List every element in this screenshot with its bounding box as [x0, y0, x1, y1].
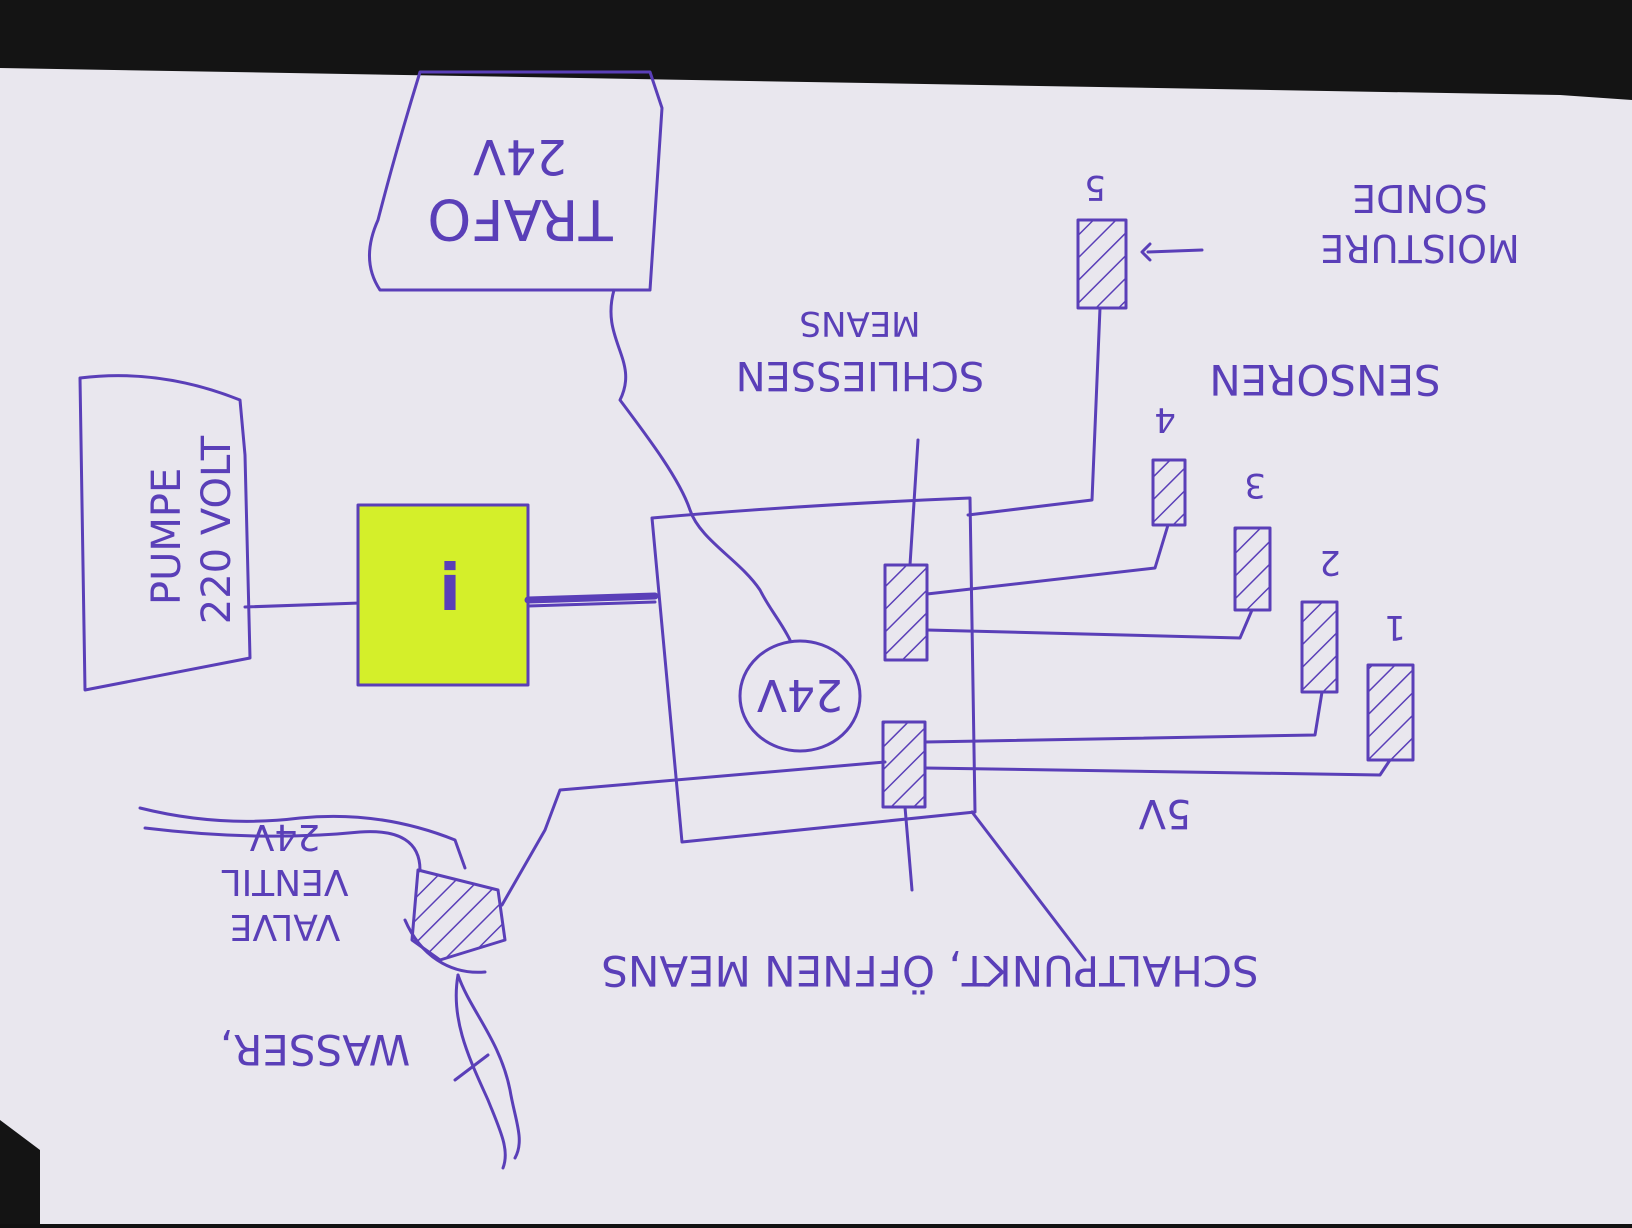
paper-sheet	[0, 68, 1632, 1224]
pointer-switch-closes	[908, 438, 920, 567]
label-sensor-1: 1	[1384, 607, 1406, 647]
label-pump: PUMPE 220 VOLT	[144, 435, 240, 624]
hose-top	[138, 806, 467, 870]
label-sensor-5: 5	[1084, 167, 1106, 207]
water-line-left	[454, 973, 507, 1170]
sensor-4	[1151, 458, 1187, 527]
label-moisture-line1: MOISTURE	[1320, 226, 1519, 270]
trafo-box	[368, 70, 664, 292]
arrow-head-moisture	[1140, 242, 1152, 262]
label-switch-closes-line2: MEANS	[799, 303, 920, 343]
pointer-water	[453, 1053, 490, 1082]
label-sensor-4: 4	[1154, 399, 1176, 439]
water-line-right	[456, 973, 521, 1160]
label-trafo: TRAFO 24V	[427, 128, 613, 251]
valve-bottom-curve	[403, 918, 487, 974]
pointer-switch-opens	[970, 810, 1087, 962]
pointer-relay-bottom	[903, 805, 914, 892]
label-moisture: MOISTURE SONDE	[1320, 176, 1519, 270]
label-valve-line3: 24V	[249, 816, 320, 857]
relay-bottom	[881, 720, 927, 809]
label-sensor-voltage: 5V	[1138, 790, 1191, 836]
label-pump-line1: PUMPE	[144, 468, 190, 605]
label-valve: VALVE VENTIL 24V	[222, 816, 349, 947]
label-sensor-2: 2	[1319, 542, 1341, 582]
wire-sensor-3	[925, 608, 1254, 640]
label-box-voltage: 24V	[757, 669, 843, 720]
hose-bottom	[143, 826, 422, 872]
controller-box	[650, 496, 977, 844]
sensor-1	[1366, 663, 1415, 762]
label-sensor-3: 3	[1244, 465, 1266, 505]
valve	[410, 868, 507, 962]
relay-top	[883, 563, 929, 662]
label-valve-line1: VALVE	[230, 906, 340, 947]
label-switch-opens: SCHALTPUNKT, ÖFFNEN MEANS	[601, 946, 1258, 996]
label-interface: i	[439, 552, 461, 626]
sensor-3	[1233, 526, 1272, 612]
label-trafo-line2: 24V	[473, 128, 567, 184]
voltage-oval	[738, 639, 862, 753]
wire-sensor-5	[966, 306, 1102, 517]
label-trafo-line1: TRAFO	[427, 186, 613, 251]
pump-box	[78, 374, 252, 692]
label-moisture-line2: SONDE	[1352, 176, 1488, 220]
label-water: WASSER,	[220, 1025, 410, 1074]
wire-controller-valve	[500, 760, 887, 907]
wire-pump-interface	[243, 601, 362, 609]
label-switch-closes: SCHLIESSEN MEANS	[736, 303, 985, 398]
sensor-2	[1300, 600, 1339, 694]
label-switch-closes-line1: SCHLIESSEN	[736, 352, 985, 398]
wire-sensor-2	[923, 690, 1324, 744]
wire-sensor-1	[923, 758, 1392, 777]
wire-trafo-24v	[609, 288, 792, 642]
label-pump-line2: 220 VOLT	[194, 435, 240, 624]
wire-sensor-4	[925, 523, 1170, 596]
sensor-5	[1076, 218, 1128, 310]
label-valve-line2: VENTIL	[222, 861, 349, 902]
wire-interface-controller-second	[526, 600, 657, 608]
interface-box	[356, 503, 530, 687]
wire-interface-controller	[524, 592, 659, 604]
arrow-moisture	[1146, 248, 1204, 254]
label-sensors: SENSOREN	[1209, 355, 1440, 404]
